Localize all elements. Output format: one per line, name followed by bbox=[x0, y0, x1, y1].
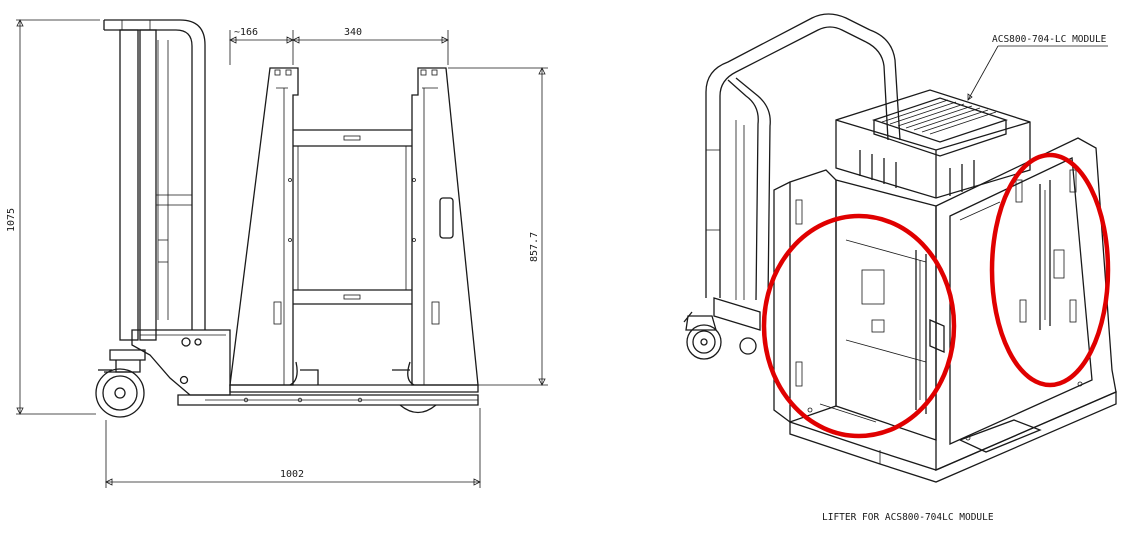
dim-top-width: 340 bbox=[344, 27, 362, 38]
dim-overall-length: 1002 bbox=[280, 469, 304, 480]
highlight-left-rails bbox=[761, 213, 957, 439]
dim-overall-height: 1075 bbox=[6, 208, 17, 232]
highlight-right-rails bbox=[989, 152, 1111, 388]
lifting-column bbox=[119, 29, 192, 341]
a-frame-holder bbox=[229, 67, 479, 393]
dim-top-offset: ~166 bbox=[234, 27, 258, 38]
iso-drive-module bbox=[835, 89, 1031, 199]
dim-frame-height: 857.7 bbox=[529, 232, 540, 262]
isometric-view: ACS800-704-LC MODULE LIFTER FOR ACS800-7… bbox=[683, 13, 1117, 523]
iso-handle-frame bbox=[705, 13, 901, 331]
handle-tube bbox=[103, 19, 206, 330]
carriage-foot bbox=[131, 329, 479, 414]
caster-wheel bbox=[95, 349, 146, 418]
dimension-lines bbox=[16, 19, 548, 488]
figure-caption: LIFTER FOR ACS800-704LC MODULE bbox=[822, 512, 994, 523]
module-callout-label: ACS800-704-LC MODULE bbox=[992, 34, 1107, 45]
iso-caster-wheel bbox=[683, 311, 757, 360]
iso-lifter-frame bbox=[773, 137, 1117, 483]
module-callout-leader bbox=[967, 45, 1108, 101]
side-elevation-view: ~166 340 1075 857.7 1002 bbox=[6, 19, 548, 488]
